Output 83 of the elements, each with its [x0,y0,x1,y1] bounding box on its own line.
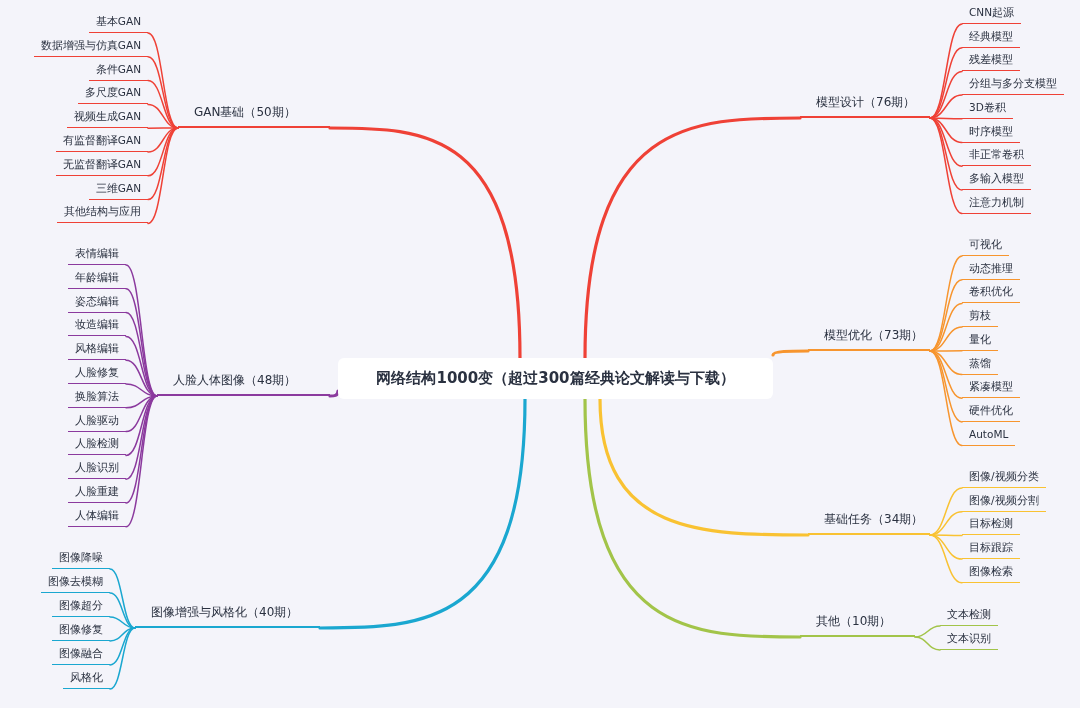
branch-line [929,350,963,447]
leaf-topic: 妆造编辑 [68,314,126,337]
branch-line [109,627,136,642]
leaf-topic: 换脸算法 [68,385,126,408]
branch-line [147,56,179,129]
leaf-topic: 人脸识别 [68,457,126,480]
leaf-topic: 目标跟踪 [962,537,1020,560]
branch-line [125,395,158,528]
branch-line [328,126,522,360]
leaf-topic: 图像超分 [52,595,110,617]
leaf-topic: 文本检测 [940,604,998,626]
leaf-topic: 图像检索 [962,560,1020,583]
leaf-topic: 多尺度GAN [77,82,148,105]
branch-topic: 模型优化（73期） [808,323,930,351]
branch-line [583,397,802,639]
leaf-topic: 动态推理 [962,257,1020,280]
branch-line [929,46,963,119]
leaf-topic: 数据增强与仿真GAN [33,34,148,57]
branch-line [109,568,136,629]
central-topic-box: 网络结构1000变（超过300篇经典论文解读与下载） [338,358,773,399]
branch-topic: 基础任务（34期） [808,507,930,535]
branch-line [914,636,941,651]
leaf-topic: 其他结构与应用 [57,201,148,224]
branch-topic: 人脸人体图像（48期） [157,368,330,396]
leaf-topic: 人脸检测 [68,433,126,456]
leaf-topic: 图像融合 [52,643,110,665]
branch-line [914,625,941,638]
branch-line [109,616,136,629]
leaf-topic: 图像降噪 [52,547,110,569]
branch-line [929,117,963,215]
leaf-topic: 有监督翻译GAN [55,130,148,152]
leaf-topic: 可视化 [962,234,1009,256]
leaf-topic: 姿态编辑 [68,290,126,313]
leaf-topic: 表情编辑 [68,243,126,265]
branch-topic: 其他（10期） [800,609,915,637]
leaf-topic: 注意力机制 [962,191,1031,214]
leaf-topic: 目标检测 [962,513,1020,536]
leaf-topic: 人脸修复 [68,362,126,384]
branch-line [929,278,963,352]
leaf-topic: 图像/视频分割 [962,489,1046,512]
leaf-topic: 时序模型 [962,120,1020,143]
branch-topic: GAN基础（50期） [178,100,330,128]
branch-line [929,534,963,584]
branch-line [598,397,810,537]
leaf-topic: 分组与多分支模型 [962,73,1064,96]
leaf-topic: 三维GAN [88,177,148,200]
leaf-topic: 风格编辑 [68,338,126,361]
leaf-topic: 卷积优化 [962,281,1020,304]
leaf-topic: 文本识别 [940,628,998,650]
leaf-topic: 基本GAN [88,11,148,33]
leaf-topic: 3D卷积 [962,96,1013,119]
leaf-topic: 残差模型 [962,49,1020,72]
leaf-topic: 图像去模糊 [41,571,110,593]
leaf-topic: 人脸重建 [68,481,126,503]
leaf-topic: 人体编辑 [68,504,126,527]
leaf-topic: 蒸馏 [962,352,998,375]
leaf-topic: 风格化 [63,667,110,689]
branch-line [125,311,158,397]
leaf-topic: AutoML [962,423,1016,446]
leaf-topic: 紧凑模型 [962,376,1020,399]
leaf-topic: 人脸驱动 [68,409,126,432]
leaf-topic: 图像修复 [52,619,110,641]
leaf-topic: 硬件优化 [962,399,1020,422]
branch-line [328,389,340,398]
leaf-topic: 图像/视频分类 [962,466,1046,488]
leaf-topic: 无监督翻译GAN [55,153,148,176]
branch-line [583,116,802,360]
leaf-topic: 多输入模型 [962,167,1031,190]
leaf-topic: CNN起源 [962,2,1022,24]
branch-line [929,534,963,560]
branch-line [318,397,527,630]
leaf-topic: 年龄编辑 [68,266,126,289]
branch-line [109,627,136,690]
leaf-topic: 剪枝 [962,305,998,328]
branch-topic: 模型设计（76期） [800,90,930,118]
branch-line [147,127,179,225]
leaf-topic: 量化 [962,328,998,351]
branch-topic: 图像增强与风格化（40期） [135,600,320,628]
leaf-topic: 视频生成GAN [66,106,148,129]
branch-line [771,349,810,357]
leaf-topic: 条件GAN [88,58,148,81]
leaf-topic: 经典模型 [962,25,1020,48]
leaf-topic: 非正常卷积 [962,144,1031,167]
